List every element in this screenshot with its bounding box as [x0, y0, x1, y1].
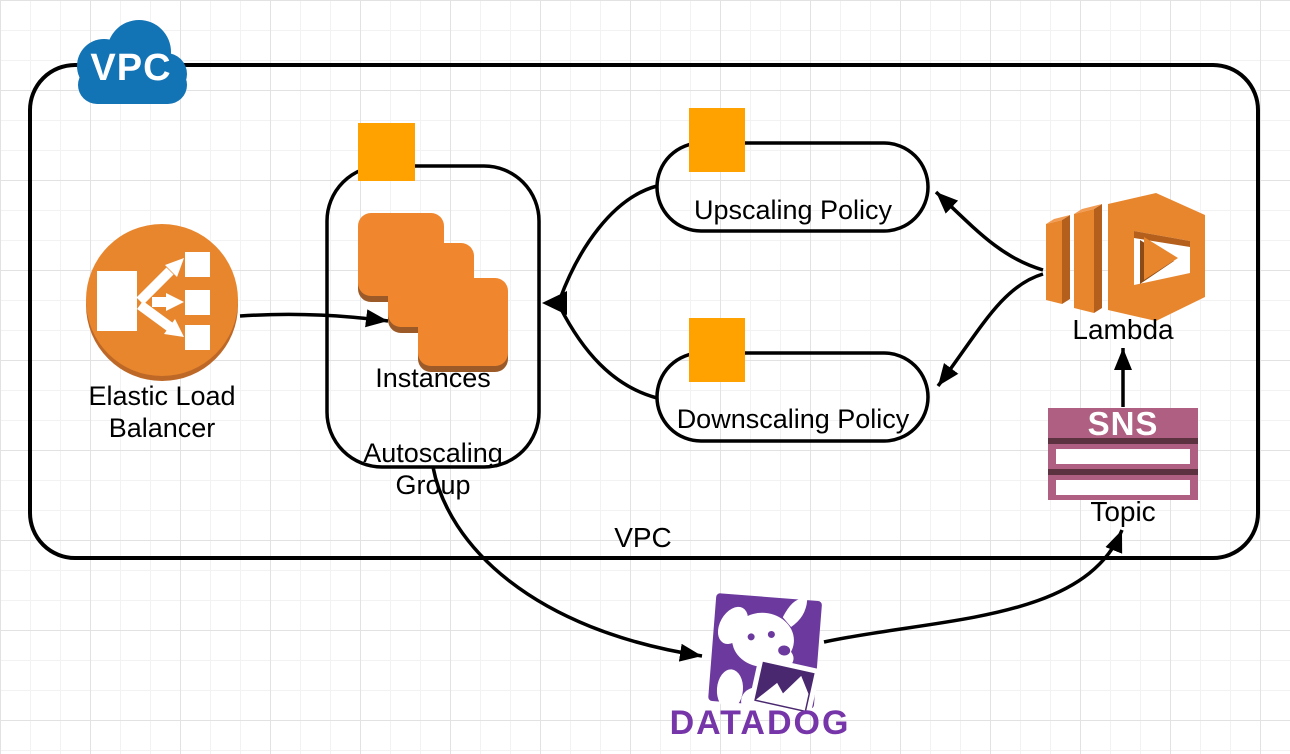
vpc-container-label: VPC: [614, 522, 672, 553]
downscaling-orange-square[interactable]: [689, 318, 745, 382]
upscaling-orange-square[interactable]: [689, 108, 745, 172]
elb-icon[interactable]: [86, 224, 238, 381]
vpc-cloud-label: VPC: [90, 47, 172, 89]
autoscaling-group-label: Autoscaling Group: [333, 437, 533, 501]
datadog-label: DATADOG: [669, 704, 851, 742]
sns-icon[interactable]: [1048, 408, 1198, 500]
edge-upscaling-to-asg[interactable]: [558, 184, 658, 300]
edge-downscaling-to-asg[interactable]: [558, 306, 658, 400]
lambda-label: Lambda: [1072, 314, 1174, 345]
asg-orange-square[interactable]: [358, 123, 415, 181]
downscaling-policy-label: Downscaling Policy: [676, 404, 910, 434]
vpc-container[interactable]: [28, 63, 1260, 560]
vpc-cloud-icon[interactable]: [77, 20, 187, 104]
elb-label: Elastic Load Balancer: [62, 380, 262, 444]
autoscaling-group-label-line1: Autoscaling: [363, 438, 503, 468]
edge-lambda-to-downscaling[interactable]: [936, 272, 1044, 388]
elb-label-line1: Elastic Load: [88, 381, 236, 411]
instances-label: Instances: [375, 363, 491, 393]
edge-asg-to-datadog[interactable]: [431, 466, 703, 662]
autoscaling-group-label-line2: Group: [395, 470, 471, 500]
edge-datadog-to-sns[interactable]: [823, 529, 1124, 644]
edge-lambda-to-upscaling[interactable]: [934, 190, 1044, 272]
instances-icon[interactable]: [358, 213, 508, 372]
sns-topic-label: Topic: [1090, 496, 1156, 527]
datadog-icon[interactable]: [706, 592, 823, 720]
elb-label-line2: Balancer: [108, 413, 216, 443]
merged-arrowhead: [542, 291, 567, 315]
lambda-icon[interactable]: [1046, 193, 1205, 321]
sns-icon-text: SNS: [1087, 405, 1159, 442]
upscaling-policy-label: Upscaling Policy: [693, 195, 893, 225]
edge-elb-to-instances[interactable]: [239, 309, 389, 328]
